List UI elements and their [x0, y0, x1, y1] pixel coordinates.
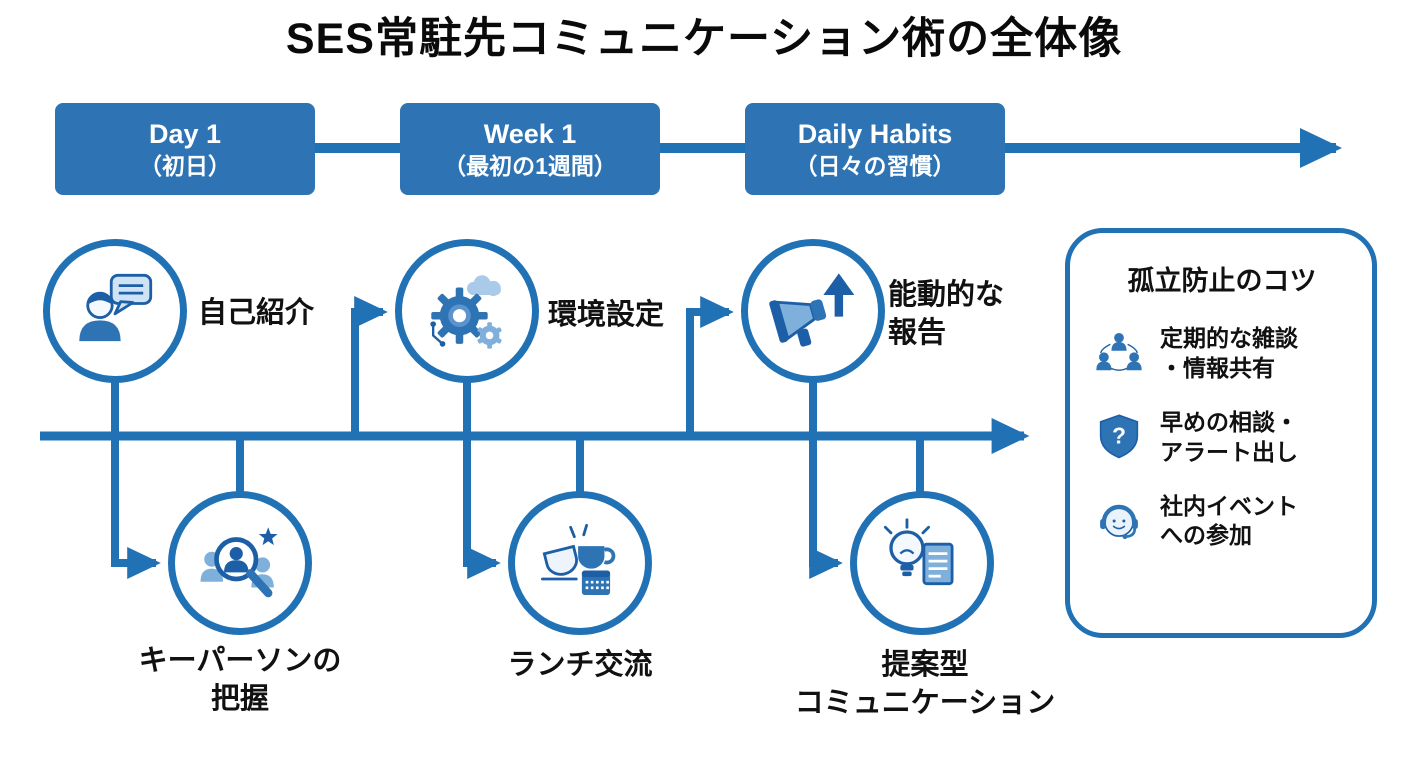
person-speech-bubble-icon [79, 273, 153, 342]
connector-mainline-report [686, 296, 734, 436]
phase-sublabel: （日々の習慣） [794, 152, 956, 179]
connector-selfintro-keyperson [111, 378, 161, 579]
node-lunch-exchange [508, 491, 652, 635]
node-label-self-introduction: 自己紹介 [198, 297, 315, 329]
connector-mainline-envsetup [351, 296, 388, 436]
node-label-proactive-reporting: 能動的な 報告 [888, 279, 1005, 350]
side-item-label: 社内イベント への参加 [1160, 492, 1298, 549]
megaphone-up-arrow-icon [769, 273, 855, 347]
side-item-regular-chat: 定期的な雑談 ・情報共有 [1092, 324, 1352, 384]
phase-sublabel: （初日） [139, 152, 231, 179]
diagram-title: SES常駐先コミュニケーション術の全体像 [285, 15, 1123, 63]
phase-sublabel: （最初の1週間） [443, 152, 617, 179]
side-panel-title: 孤立防止のコツ [1127, 266, 1317, 296]
isolation-tips-panel: 孤立防止のコツ 定期的な雑談 ・情報共有 [1065, 228, 1377, 638]
headset-person-icon [1092, 494, 1146, 548]
shield-question-icon: ? [1092, 411, 1146, 465]
svg-text:?: ? [1112, 422, 1126, 448]
timeline-phase-day1: Day 1 （初日） [55, 103, 315, 195]
magnifier-people-star-icon [200, 527, 278, 598]
timeline-phase-week1: Week 1 （最初の1週間） [400, 103, 660, 195]
gear-cloud-icon [430, 275, 502, 349]
node-label-environment-setup: 環境設定 [548, 299, 665, 331]
node-key-person-grasp [168, 491, 312, 635]
node-label-proposal-communication: 提案型 コミュニケーション [794, 649, 1056, 720]
node-proposal-communication [850, 491, 994, 635]
side-item-label: 早めの相談・ アラート出し [1160, 408, 1298, 465]
timeline-phase-daily-habits: Daily Habits （日々の習慣） [745, 103, 1005, 195]
node-environment-setup [395, 239, 539, 383]
lightbulb-document-icon [883, 518, 954, 586]
side-item-early-consult: ? 早めの相談・ アラート出し [1092, 408, 1352, 468]
people-network-icon [1092, 327, 1146, 381]
node-label-lunch-exchange: ランチ交流 [507, 649, 653, 681]
phase-label: Daily Habits [797, 118, 953, 149]
node-label-key-person-grasp: キーパーソンの 把握 [138, 645, 342, 716]
connector-envsetup-lunch [463, 378, 501, 579]
side-item-label: 定期的な雑談 ・情報共有 [1160, 325, 1298, 381]
node-self-introduction [43, 239, 187, 383]
cups-calendar-icon [540, 523, 616, 595]
connector-report-proposal [809, 378, 843, 579]
phase-label: Week 1 [483, 118, 577, 149]
node-proactive-reporting [741, 239, 885, 383]
side-item-company-events: 社内イベント への参加 [1092, 492, 1352, 552]
phase-label: Day 1 [148, 118, 222, 149]
